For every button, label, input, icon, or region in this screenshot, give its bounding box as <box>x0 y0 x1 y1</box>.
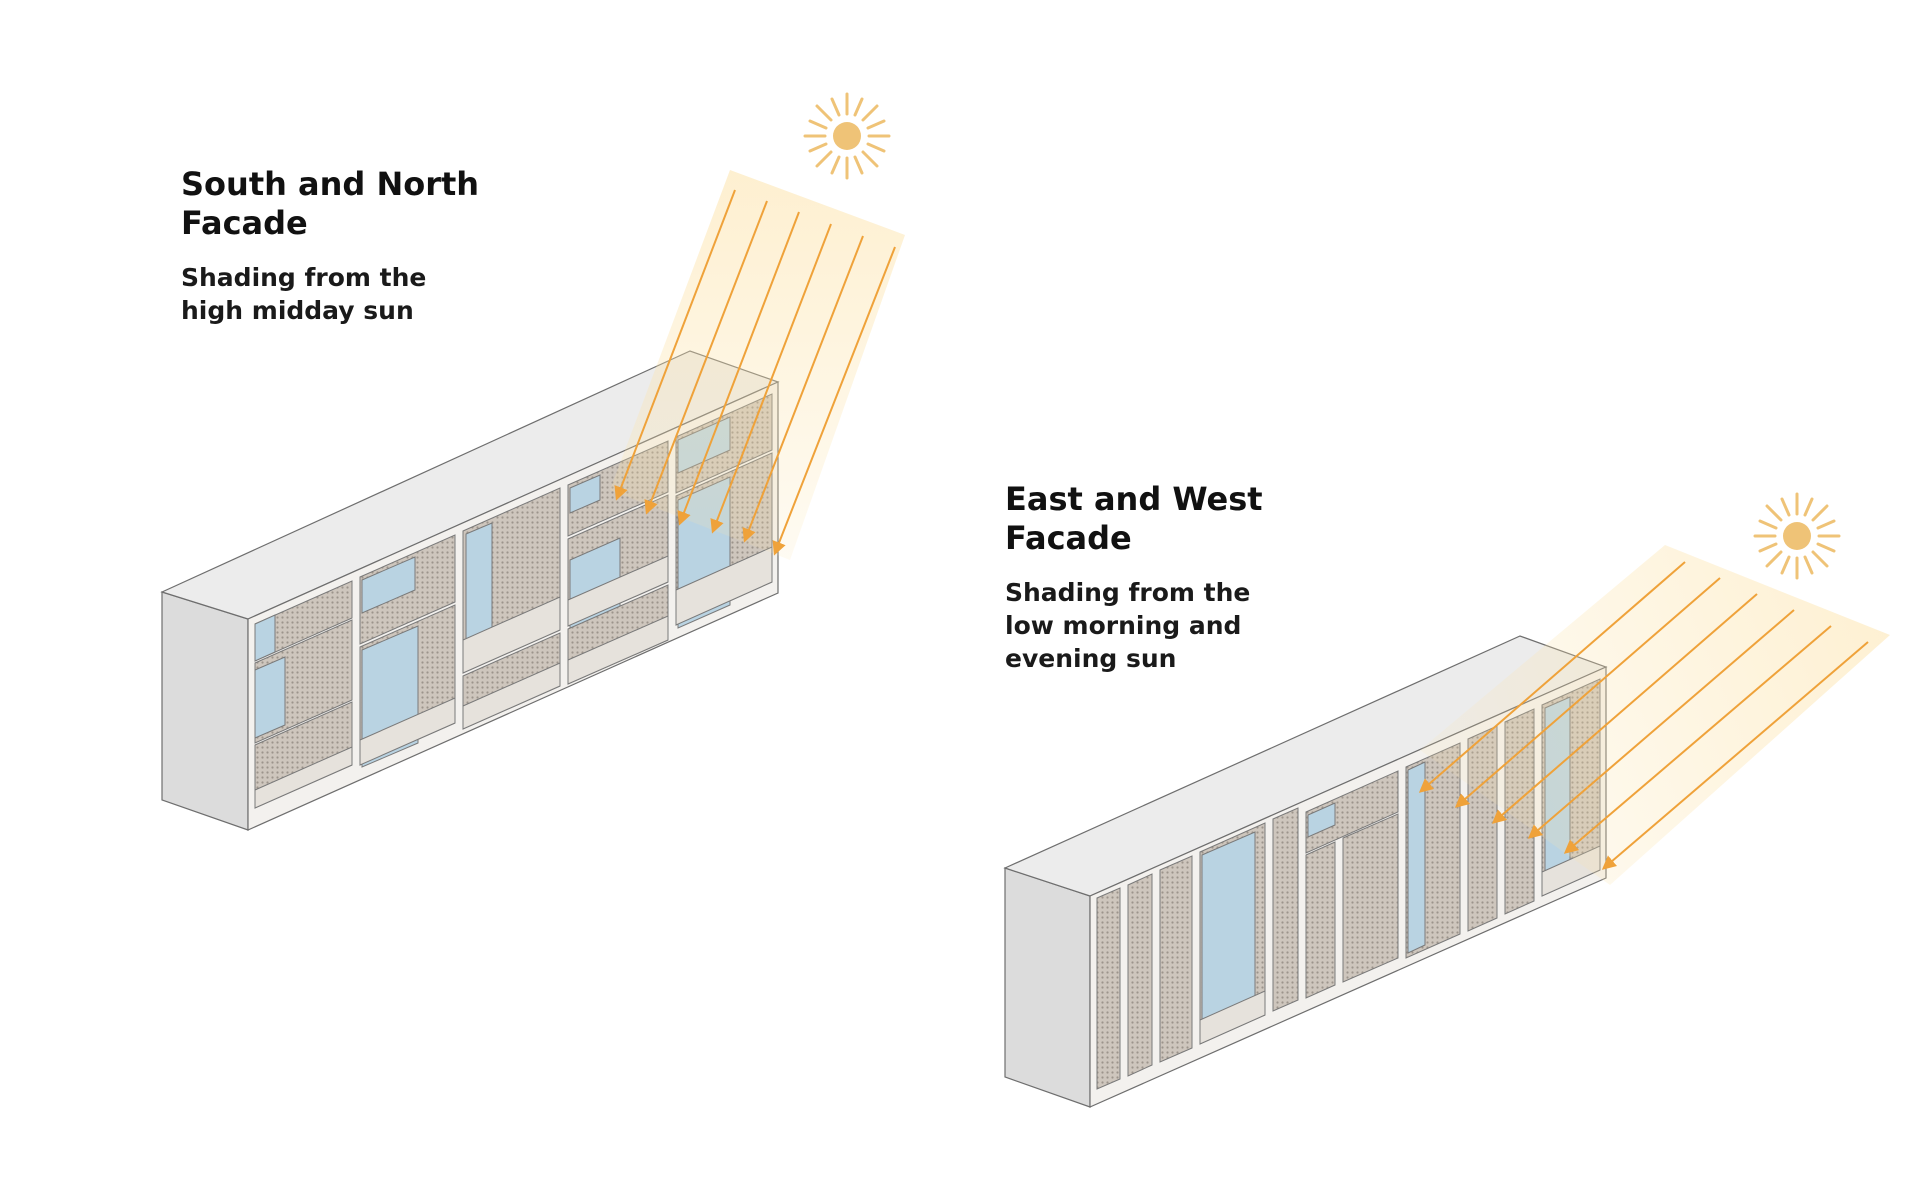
sun-icon <box>1753 492 1841 580</box>
south-north-facade <box>160 92 905 831</box>
sun-arrows-top <box>614 189 896 556</box>
east-west-label: East and West Facade Shading from the lo… <box>1005 480 1263 675</box>
sun-icon <box>803 92 891 180</box>
sun-ray-band-bottom <box>1420 545 1890 885</box>
facade-side-face <box>161 591 249 831</box>
east-west-title: East and West Facade <box>1005 480 1263 557</box>
south-north-label: South and North Facade Shading from the … <box>181 165 479 327</box>
south-north-title: South and North Facade <box>181 165 480 242</box>
east-west-subtitle: Shading from the low morning and evening… <box>1005 578 1251 673</box>
east-west-facade <box>1003 492 1890 1108</box>
south-north-subtitle: Shading from the high midday sun <box>181 263 427 325</box>
facade-side-face <box>1004 867 1091 1108</box>
sun-ray-band-top <box>610 170 905 560</box>
sun-arrows-bottom <box>1418 561 1869 870</box>
